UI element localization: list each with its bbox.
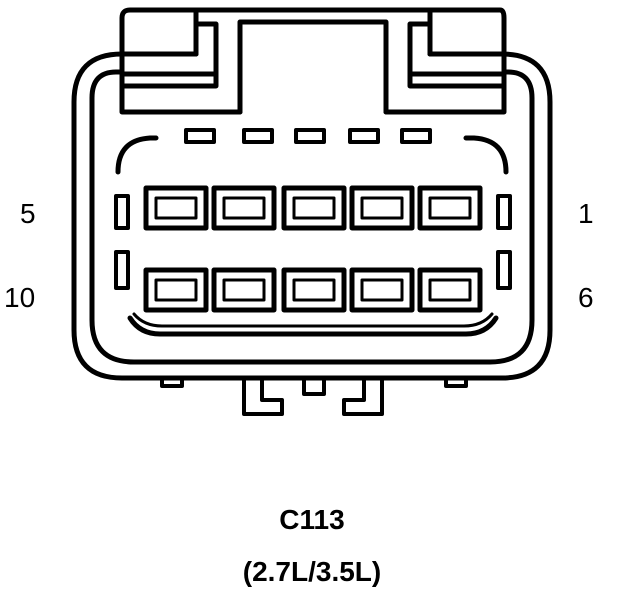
top-slot bbox=[242, 128, 274, 144]
pin-cavity-4 bbox=[211, 185, 277, 231]
bottom-tab-center bbox=[302, 376, 326, 396]
top-slot-row bbox=[184, 128, 432, 144]
pin-cavity-9 bbox=[211, 267, 277, 313]
pin-cavity-5 bbox=[143, 185, 209, 231]
side-slot-left-upper bbox=[114, 194, 130, 230]
bottom-rib-inner bbox=[132, 312, 494, 328]
bottom-clip-left bbox=[242, 376, 284, 416]
latch-top-center bbox=[193, 7, 433, 57]
bottom-clip-right bbox=[342, 376, 384, 416]
pin-cavity-7 bbox=[349, 267, 415, 313]
side-slot-left-lower bbox=[114, 250, 130, 290]
top-slot bbox=[400, 128, 432, 144]
bottom-tab-left bbox=[160, 376, 184, 388]
tab-top-left-inner bbox=[119, 51, 243, 115]
pin-row-top bbox=[143, 185, 483, 231]
connector-name: C113 bbox=[279, 504, 345, 535]
side-slots bbox=[114, 194, 512, 290]
side-slot-right-lower bbox=[496, 250, 512, 290]
bottom-tab-right bbox=[444, 376, 468, 388]
tab-top-left-post bbox=[193, 21, 219, 77]
pin-label-top-left: 5 bbox=[20, 198, 36, 229]
pin-cavity-8 bbox=[281, 267, 347, 313]
bottom-rib bbox=[127, 315, 499, 337]
pin-cavity-10 bbox=[143, 267, 209, 313]
tab-top-right bbox=[427, 7, 507, 57]
top-slot bbox=[294, 128, 326, 144]
tab-top-left-slot bbox=[121, 71, 219, 89]
top-slot bbox=[348, 128, 380, 144]
bottom-tabs bbox=[160, 376, 468, 396]
pin-label-bottom-left: 10 bbox=[4, 282, 36, 313]
keying-arc-right bbox=[463, 135, 509, 175]
connector-variant: (2.7L/3.5L) bbox=[242, 556, 382, 587]
tab-top-left bbox=[119, 7, 199, 57]
housing-inner bbox=[89, 69, 535, 365]
pin-cavity-3 bbox=[281, 185, 347, 231]
pin-label-bottom-right: 6 bbox=[578, 282, 594, 313]
tab-top-right-inner bbox=[383, 51, 507, 115]
pin-row-bottom bbox=[143, 267, 483, 313]
pin-cavity-2 bbox=[349, 185, 415, 231]
top-slot bbox=[184, 128, 216, 144]
tab-top-right-post bbox=[407, 21, 433, 77]
housing-outer bbox=[71, 51, 553, 381]
latch-top-center-inner bbox=[237, 19, 389, 115]
pin-cavity-1 bbox=[417, 185, 483, 231]
pin-label-top-right: 1 bbox=[578, 198, 594, 229]
side-slot-right-upper bbox=[496, 194, 512, 230]
keying-arc-left bbox=[115, 135, 159, 175]
pin-cavity-6 bbox=[417, 267, 483, 313]
tab-top-right-slot bbox=[407, 71, 505, 89]
